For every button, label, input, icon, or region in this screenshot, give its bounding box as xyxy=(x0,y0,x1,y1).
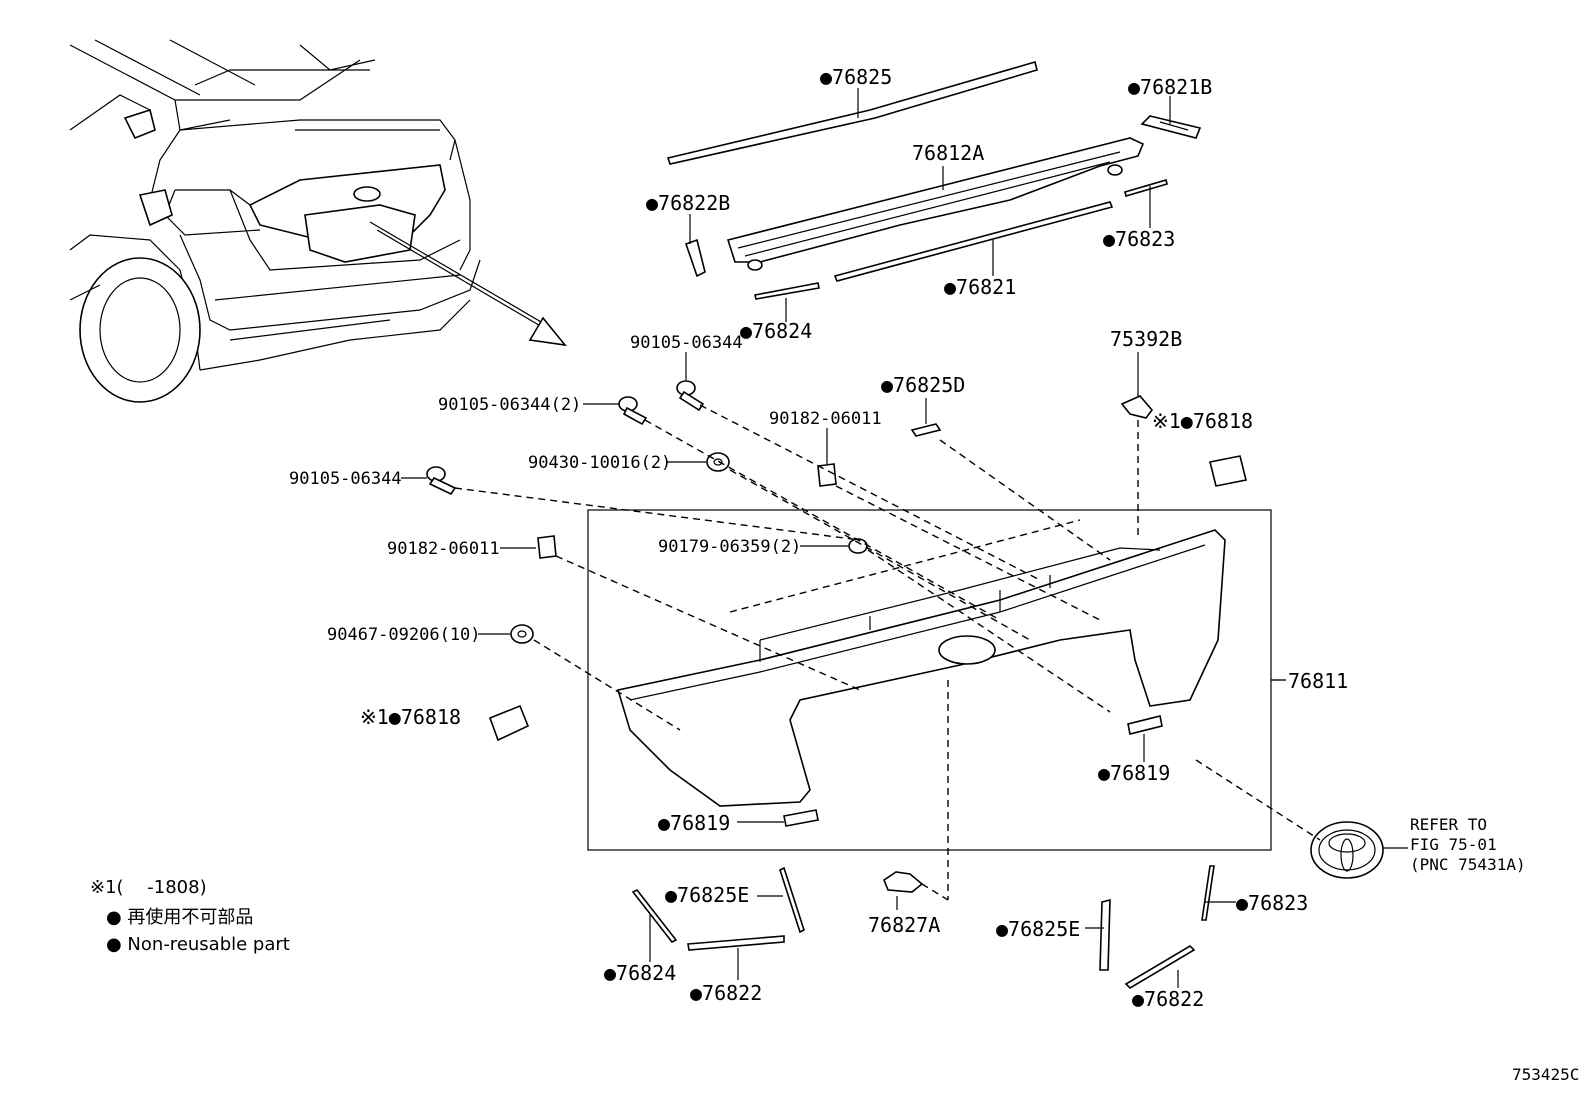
clip-90182-06011-a xyxy=(817,463,837,487)
refer-to-line3: (PNC 75431A) xyxy=(1410,855,1526,874)
label-76811: 76811 xyxy=(1288,669,1348,693)
nut-90430-10016 xyxy=(706,452,730,472)
label-75392B: 75392B xyxy=(1110,327,1182,351)
molding-76825E-right xyxy=(1099,898,1111,971)
label-90430-10016-2: 90430-10016(2) xyxy=(528,453,671,473)
label-76824-top: ●76824 xyxy=(740,319,812,343)
label-76825D: ●76825D xyxy=(881,373,965,397)
molding-76823-bottom xyxy=(1201,865,1215,921)
label-76824-bottom: ●76824 xyxy=(604,961,676,985)
pad-76819-left xyxy=(783,809,819,827)
part-labels: ●76825 ●76821B 76812A ●76822B ●76823 ●76… xyxy=(289,65,1526,1011)
block-76818-right xyxy=(1209,455,1247,487)
garnish-strip-76823-top xyxy=(1124,178,1168,198)
garnish-strip-76825 xyxy=(666,60,1038,165)
emblem-75431A xyxy=(1310,821,1384,879)
label-76821B: ●76821B xyxy=(1128,75,1212,99)
label-76825E-left: ●76825E xyxy=(665,883,749,907)
bracket-75392B xyxy=(1120,395,1154,419)
label-90179-06359-2: 90179-06359(2) xyxy=(658,537,801,557)
label-90105-06344-a: 90105-06344 xyxy=(630,333,743,353)
legend-note-1808: ※1( -1808) xyxy=(90,877,207,898)
clip-90467-09206 xyxy=(510,624,534,644)
label-76822B: ●76822B xyxy=(646,191,730,215)
clip-90182-06011-b xyxy=(537,535,557,559)
leader-lines xyxy=(401,88,1408,988)
label-76822-left: ●76822 xyxy=(690,981,762,1005)
block-76818-left xyxy=(488,704,530,742)
garnish-strip-76824-top xyxy=(754,282,820,300)
label-76823-bottom: ●76823 xyxy=(1236,891,1308,915)
garnish-assembly-76811 xyxy=(616,529,1226,807)
label-76822-right: ●76822 xyxy=(1132,987,1204,1011)
molding-76824-bottom xyxy=(631,888,678,944)
legend: ※1( -1808) ● 再使用不可部品 ● Non-reusable part xyxy=(90,877,290,955)
label-76819-right: ●76819 xyxy=(1098,761,1170,785)
molding-76822-right xyxy=(1124,944,1196,990)
legend-non-reusable-en: ● Non-reusable part xyxy=(106,934,290,955)
garnish-76812A xyxy=(726,137,1145,271)
label-76827A: 76827A xyxy=(868,913,940,937)
label-76812A: 76812A xyxy=(912,141,984,165)
vehicle-rear-illustration xyxy=(69,39,567,403)
label-90467-09206-10: 90467-09206(10) xyxy=(327,625,481,645)
bolt-90105-06344-2 xyxy=(618,396,648,426)
label-90182-06011-a: 90182-06011 xyxy=(769,409,882,429)
bracket-76827A xyxy=(883,871,924,893)
figure-id: 753425C xyxy=(1512,1065,1579,1084)
garnish-strip-76821 xyxy=(833,201,1114,282)
nut-90179-06359 xyxy=(848,538,868,554)
label-90105-06344-b: 90105-06344 xyxy=(289,469,402,489)
pad-76825D xyxy=(910,423,942,437)
label-76825E-right: ●76825E xyxy=(996,917,1080,941)
garnish-76821B xyxy=(1140,115,1202,139)
label-76818-left: ※1●76818 xyxy=(360,705,461,729)
refer-to-line1: REFER TO xyxy=(1410,815,1487,834)
label-76821: ●76821 xyxy=(944,275,1016,299)
molding-76822-left xyxy=(687,935,785,951)
label-90182-06011-b: 90182-06011 xyxy=(387,539,500,559)
label-76823-top: ●76823 xyxy=(1103,227,1175,251)
label-76819-left: ●76819 xyxy=(658,811,730,835)
label-76818-right: ※1●76818 xyxy=(1152,409,1253,433)
label-76825: ●76825 xyxy=(820,65,892,89)
refer-to-line2: FIG 75-01 xyxy=(1410,835,1497,854)
label-90105-06344-2: 90105-06344(2) xyxy=(438,395,581,415)
pad-76819-right xyxy=(1127,715,1163,735)
bolt-90105-06344-b xyxy=(426,466,457,496)
molding-76825E-left xyxy=(779,866,805,934)
legend-non-reusable-ja: ● 再使用不可部品 xyxy=(106,907,253,928)
clip-76822B xyxy=(684,238,706,278)
bolt-90105-06344-a xyxy=(676,380,705,412)
assembly-guide-lines xyxy=(454,404,1321,901)
